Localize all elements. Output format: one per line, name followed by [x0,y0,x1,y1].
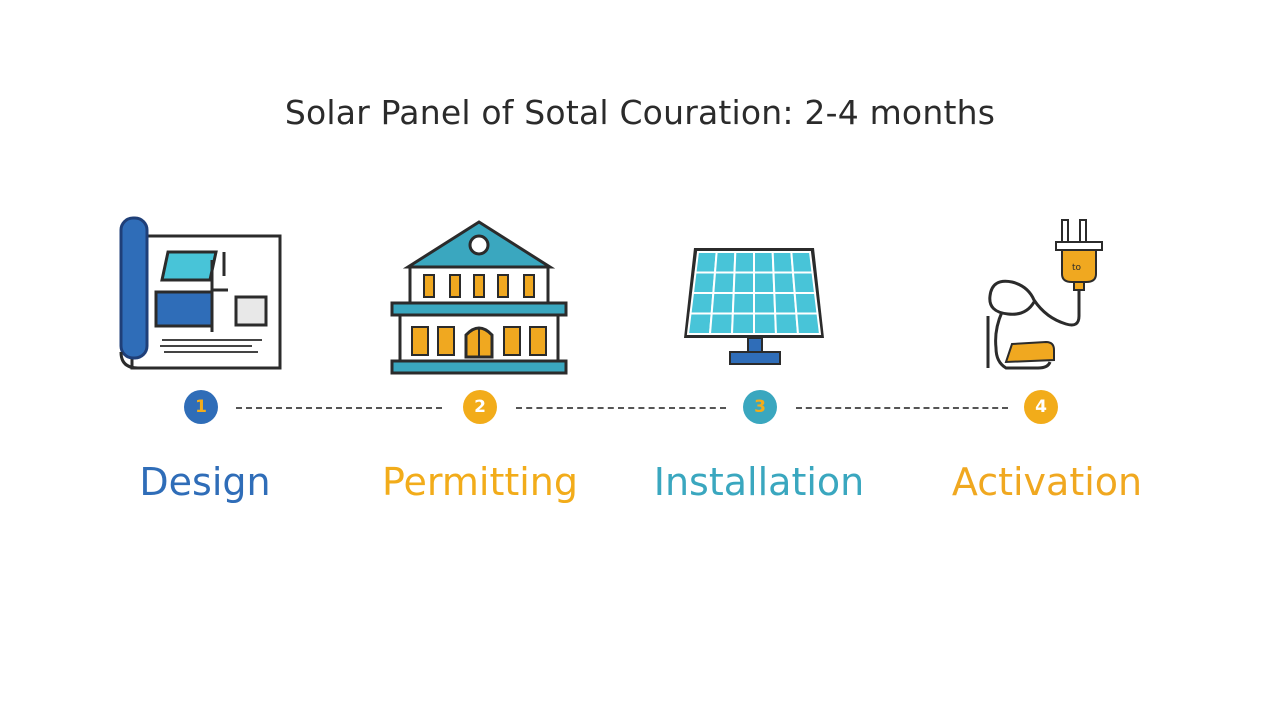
step-number-3: 3 [743,390,777,424]
blueprint-icon [112,212,292,377]
solar-cell [795,312,822,335]
solar-cell [771,251,795,274]
solar-cell [713,251,737,274]
solar-cell [686,312,713,335]
step-label-permitting: Permitting [381,460,579,504]
solar-cell [730,312,755,335]
solar-cell [791,271,817,294]
step-number-4: 4 [1024,390,1058,424]
government-building-icon [386,217,572,379]
solar-cell [733,251,755,274]
solar-cell [772,271,796,294]
solar-cell [793,292,819,315]
connector-line [236,407,442,409]
solar-cell [773,292,798,315]
connector-line [796,407,1008,409]
connector-line [516,407,726,409]
diagram-title: Solar Panel of Sotal Couration: 2-4 mont… [284,93,996,132]
solar-cell [708,312,734,335]
step-number-2: 2 [463,390,497,424]
solar-cell [732,271,755,294]
solar-cell [691,271,717,294]
solar-panel-icon [680,244,830,372]
solar-cell [694,251,718,274]
solar-cell [753,312,778,335]
step-label-activation: Activation [951,460,1143,504]
solar-cell [753,292,777,315]
solar-cell [712,271,736,294]
solar-cell [753,271,776,294]
solar-cell [774,312,800,335]
power-plug-icon: to [982,216,1112,378]
solar-cell [790,251,814,274]
step-label-installation: Installation [653,460,865,504]
solar-cell [731,292,755,315]
svg-text:to: to [1072,263,1082,273]
step-label-design: Design [139,460,271,504]
solar-cell [689,292,715,315]
solar-cell [753,251,775,274]
solar-cell [710,292,735,315]
step-number-1: 1 [184,390,218,424]
